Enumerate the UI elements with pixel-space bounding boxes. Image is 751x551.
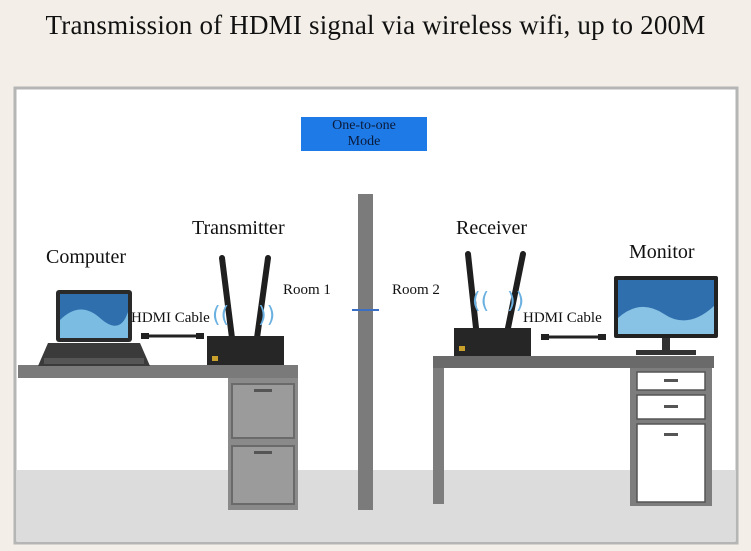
- label-computer: Computer: [46, 246, 126, 269]
- svg-text:)): )): [258, 303, 275, 328]
- label-room-1: Room 1: [283, 282, 331, 299]
- label-hdmi-cable-left: HDMI Cable: [131, 310, 210, 327]
- floor: [17, 470, 735, 542]
- label-monitor: Monitor: [629, 241, 695, 264]
- svg-text:((: ((: [212, 303, 229, 328]
- mode-line-2: Mode: [301, 134, 427, 150]
- label-hdmi-cable-right: HDMI Cable: [523, 310, 602, 327]
- label-receiver: Receiver: [456, 217, 527, 240]
- svg-text:((: ((: [472, 289, 489, 314]
- label-transmitter: Transmitter: [192, 217, 285, 240]
- svg-text:)): )): [507, 289, 524, 314]
- partition-wall: [358, 194, 373, 510]
- label-room-2: Room 2: [392, 282, 440, 299]
- mode-line-1: One-to-one: [301, 118, 427, 134]
- mode-badge: One-to-one Mode: [301, 117, 427, 151]
